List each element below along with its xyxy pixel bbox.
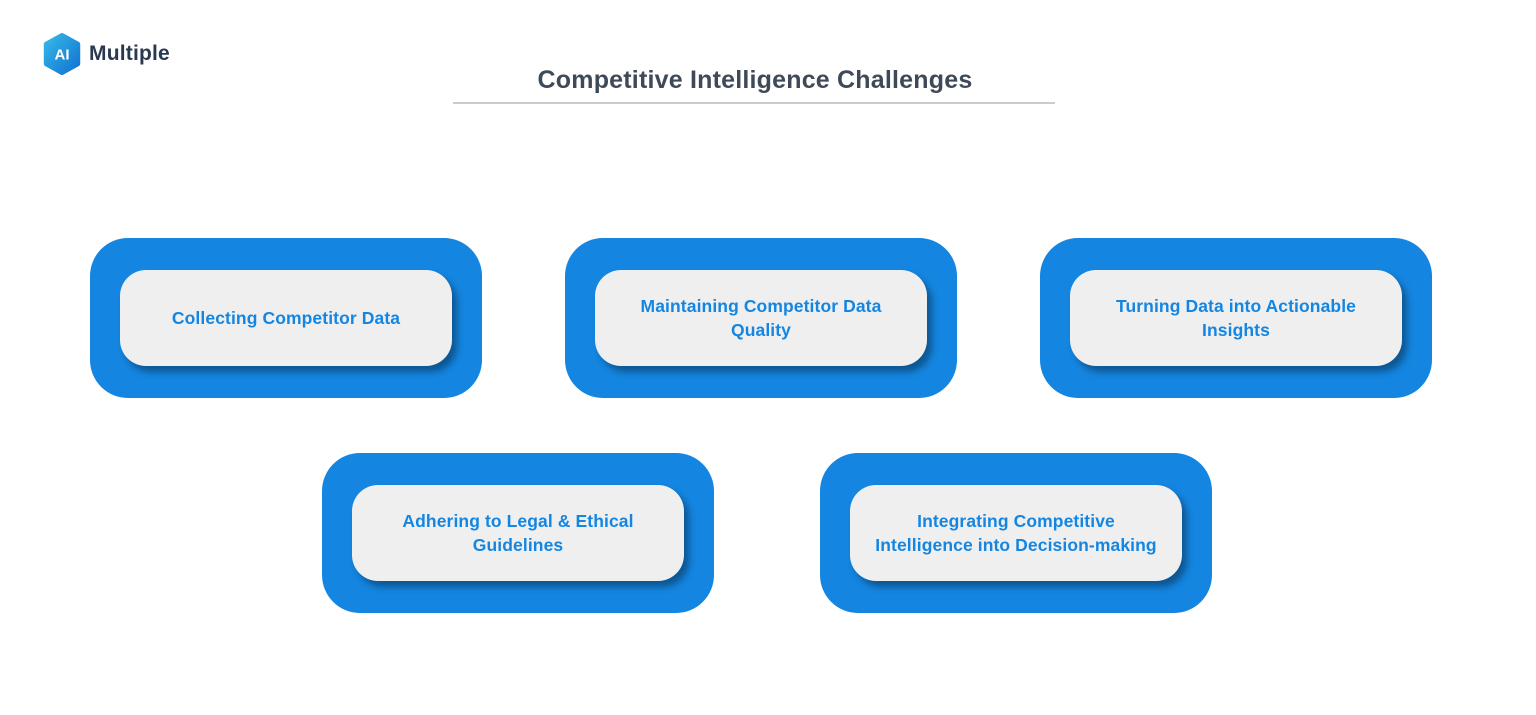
challenge-box-actionable-insights: Turning Data into Actionable Insights [1040, 238, 1432, 398]
challenge-label: Adhering to Legal & Ethical Guidelines [402, 510, 634, 556]
challenge-box-integrating-decision-making: Integrating Competitive Intelligence int… [820, 453, 1212, 613]
challenge-label: Collecting Competitor Data [171, 307, 401, 328]
challenge-label: Turning Data into Actionable Insights [1115, 295, 1356, 341]
page-title: Competitive Intelligence Challenges [537, 66, 973, 94]
aimultiple-logo: AI Multiple [42, 33, 170, 75]
title-underline [453, 102, 1055, 104]
challenge-label: Integrating Competitive Intelligence int… [875, 510, 1157, 556]
challenge-inner-panel: Integrating Competitive Intelligence int… [850, 485, 1182, 581]
challenge-inner-panel: Maintaining Competitor Data Quality [595, 270, 927, 366]
logo-wordmark: Multiple [89, 42, 170, 65]
challenge-box-legal-ethical-guidelines: Adhering to Legal & Ethical Guidelines [322, 453, 714, 613]
challenge-inner-panel: Adhering to Legal & Ethical Guidelines [352, 485, 684, 581]
challenge-box-maintaining-data-quality: Maintaining Competitor Data Quality [565, 238, 957, 398]
challenge-inner-panel: Collecting Competitor Data [120, 270, 452, 366]
challenge-label: Maintaining Competitor Data Quality [640, 295, 882, 341]
hexagon-logo-icon: AI [43, 33, 81, 75]
challenge-inner-panel: Turning Data into Actionable Insights [1070, 270, 1402, 366]
logo-mark-text: AI [54, 47, 69, 64]
challenge-box-collecting-competitor-data: Collecting Competitor Data [90, 238, 482, 398]
